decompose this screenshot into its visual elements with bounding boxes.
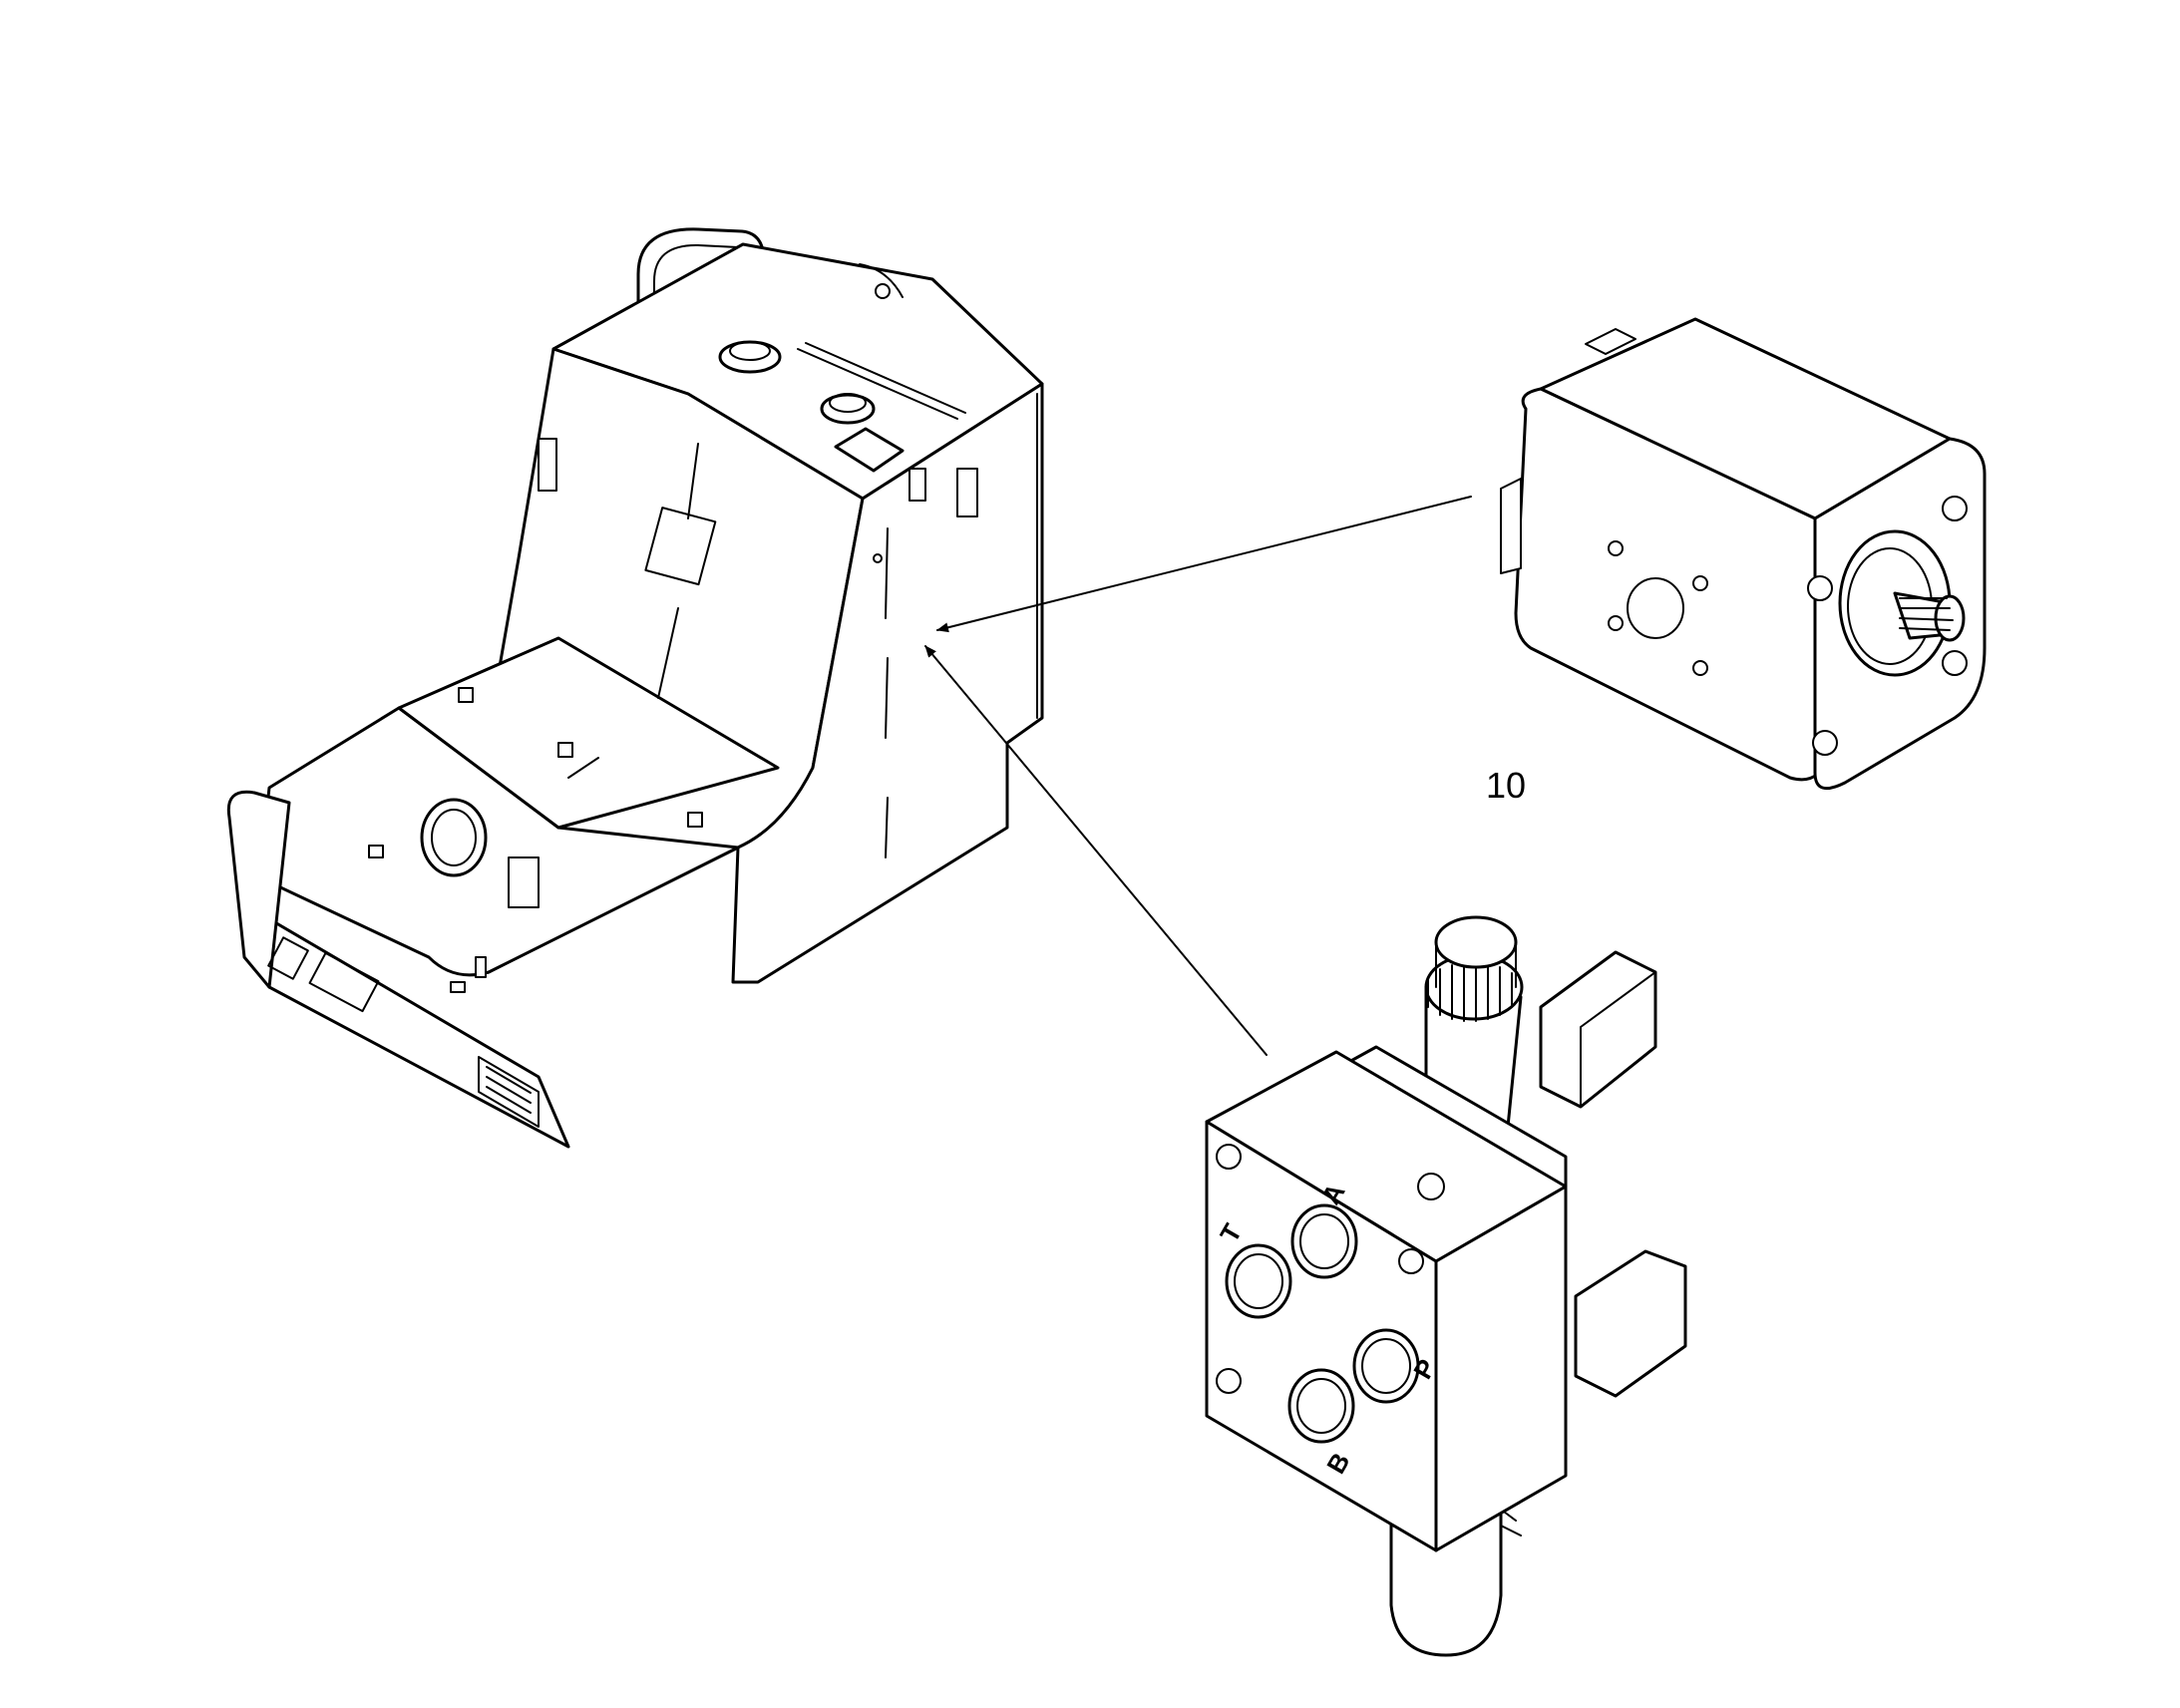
filler-cap	[718, 340, 782, 374]
breather-cap	[820, 393, 876, 425]
sight-glass	[538, 438, 557, 492]
port-b	[1287, 1368, 1355, 1444]
mount-tab	[908, 468, 926, 502]
lower-solenoid	[1389, 1504, 1503, 1657]
port-a	[1290, 1203, 1358, 1279]
valve-side-face	[1434, 1185, 1568, 1552]
gear-pump	[1500, 317, 1987, 791]
leader-lines	[924, 496, 1472, 1056]
valve-leader-arrow	[924, 645, 1268, 1056]
pump-port	[1627, 577, 1684, 639]
mount-block	[956, 468, 978, 517]
lower-bay	[257, 706, 740, 977]
callout-number: 10	[1486, 765, 1526, 806]
solenoid-valve: T A P B	[1205, 915, 1687, 1657]
junction-box	[508, 856, 540, 908]
lower-bay-top	[397, 636, 780, 830]
top-plate	[834, 427, 905, 473]
upper-connector	[1539, 950, 1657, 1109]
port-t	[1225, 1243, 1292, 1319]
lower-connector	[1574, 1249, 1687, 1398]
hydraulic-tank-housing	[226, 227, 1044, 1149]
port-p	[1352, 1328, 1420, 1404]
left-flange	[226, 790, 291, 989]
upper-knob-cap	[1434, 915, 1518, 969]
pump-leader-arrow	[936, 496, 1472, 633]
